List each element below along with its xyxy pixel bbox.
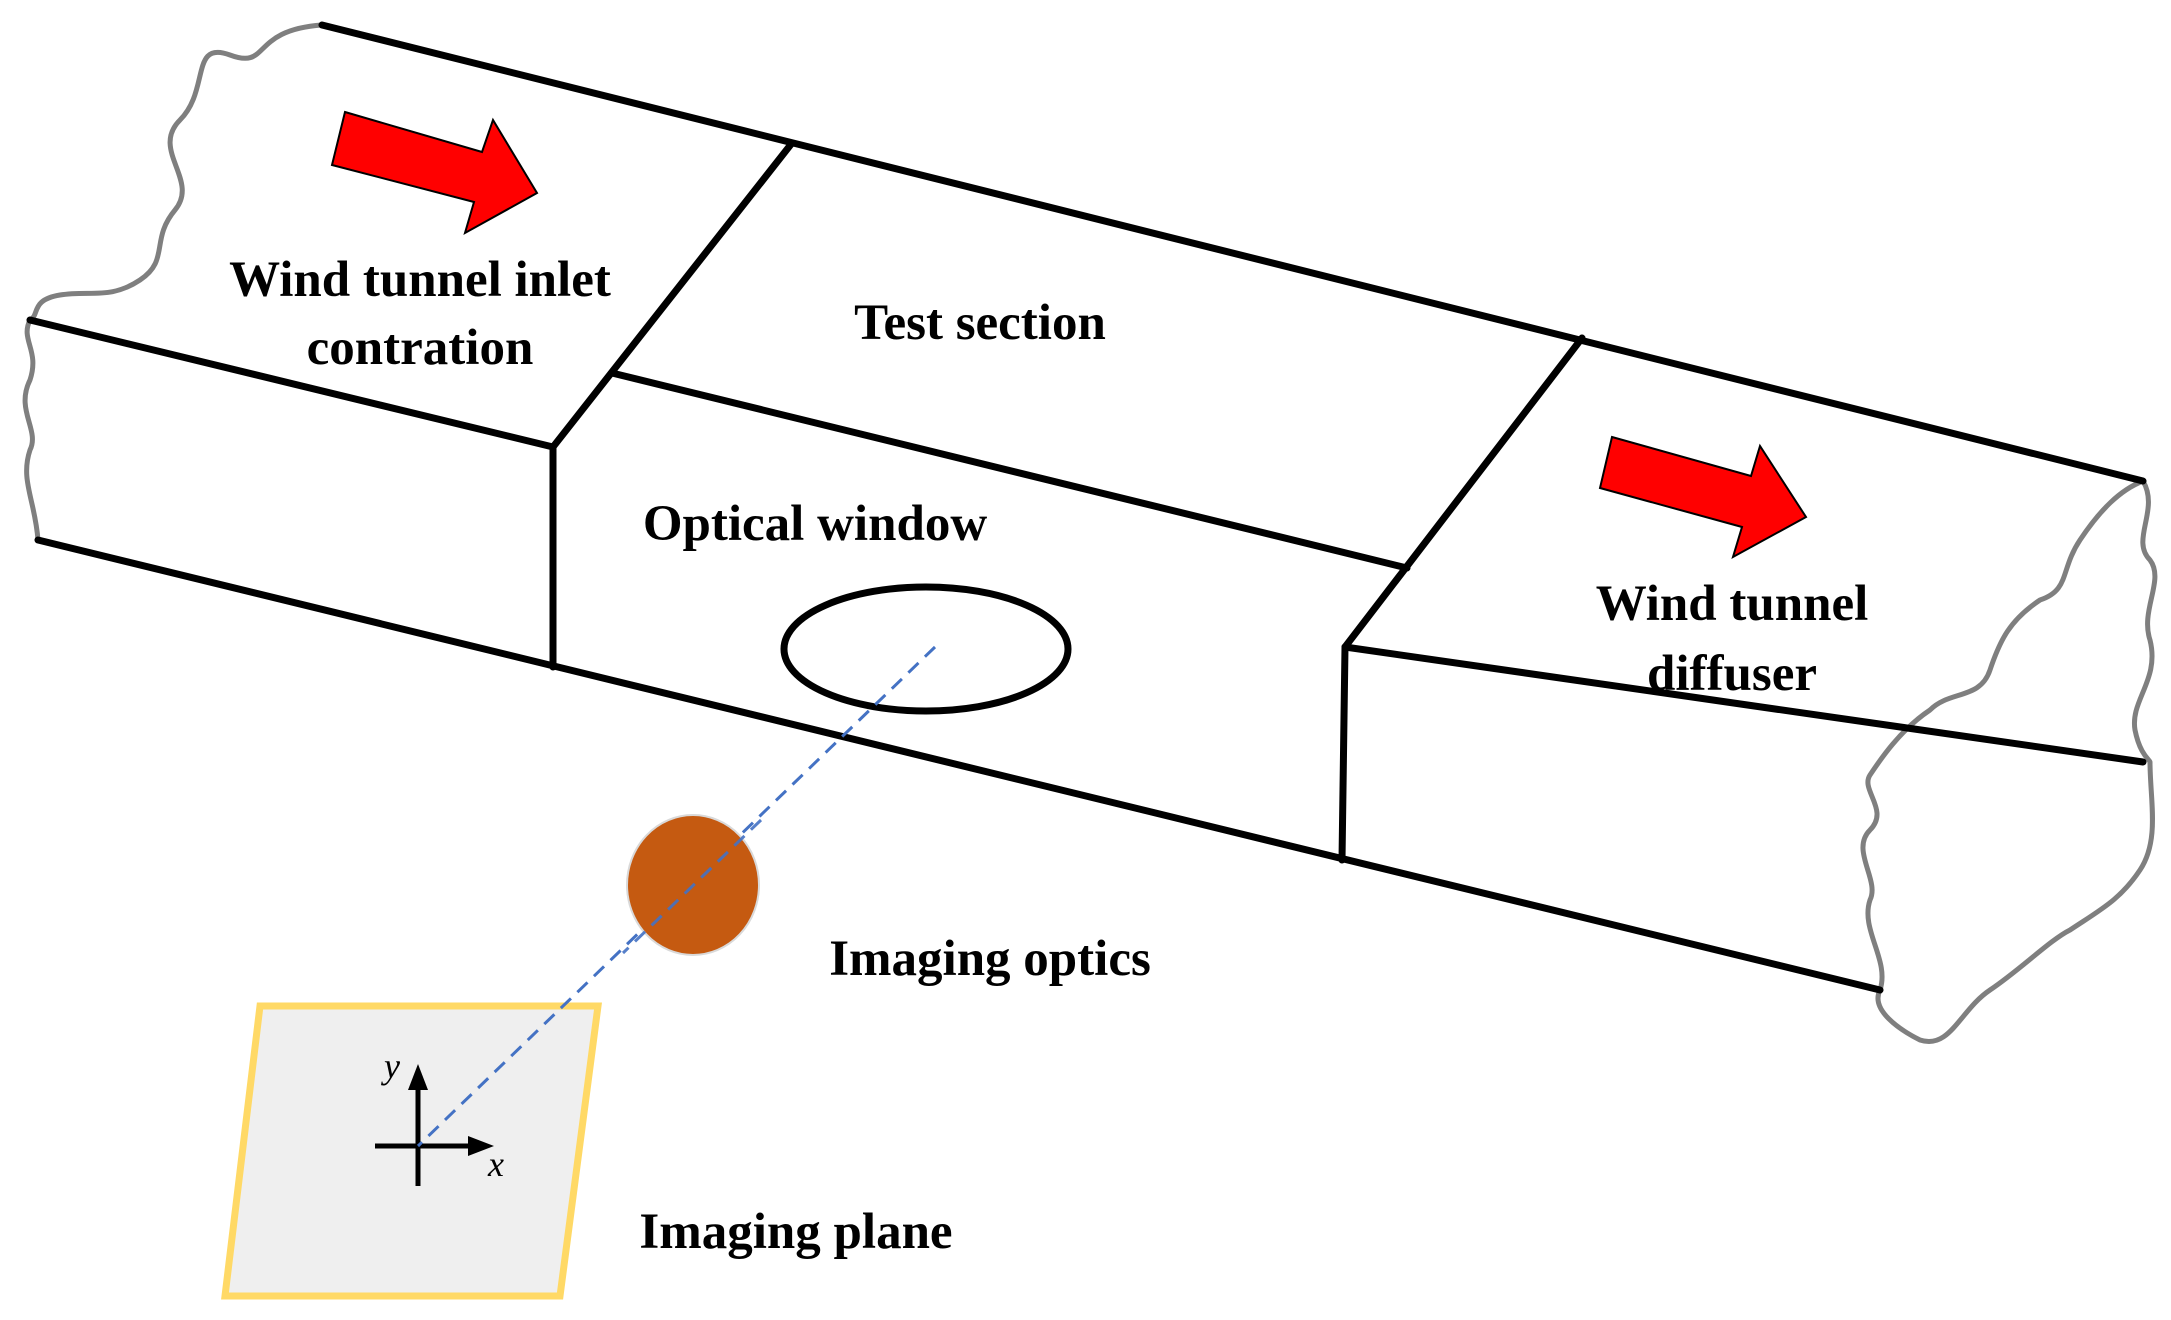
imaging-optics-label: Imaging optics <box>829 931 1151 987</box>
inlet-label-line1: Wind tunnel inlet <box>229 252 611 308</box>
inlet-label-line2: contration <box>307 320 534 376</box>
imaging-plane-label: Imaging plane <box>639 1204 952 1260</box>
right-arrow-icon <box>330 110 539 236</box>
optical-axis-line <box>416 645 937 1148</box>
x-axis-arrowhead <box>468 1136 494 1156</box>
test-top-front-edge <box>608 369 1411 572</box>
diffuser-label-line1: Wind tunnel <box>1596 576 1869 632</box>
inlet-test-top-joint <box>549 139 796 451</box>
inlet-break-line <box>22 22 325 543</box>
imaging-plane <box>221 1002 602 1300</box>
y-axis-arrowhead <box>408 1064 428 1090</box>
diffuser-vertical-joint <box>1338 643 1349 864</box>
inlet-top-front-edge <box>26 316 557 451</box>
axis-y-label: y <box>381 1046 400 1086</box>
optical-window-ellipse <box>780 583 1072 715</box>
test-section-label: Test section <box>854 295 1106 351</box>
tunnel-top-back-edge <box>318 21 2147 485</box>
optical-window-label: Optical window <box>643 496 987 552</box>
tunnel-bottom-edge <box>34 536 1884 994</box>
axis-x-label: x <box>487 1144 504 1184</box>
diffuser-top-front-edge <box>1341 643 2147 766</box>
right-arrow-icon <box>1598 435 1808 560</box>
xy-axes <box>375 1064 494 1186</box>
diffuser-break-line <box>1860 478 2158 1045</box>
test-diffuser-top-joint <box>1341 334 1586 651</box>
diffuser-label-line2: diffuser <box>1647 646 1817 702</box>
